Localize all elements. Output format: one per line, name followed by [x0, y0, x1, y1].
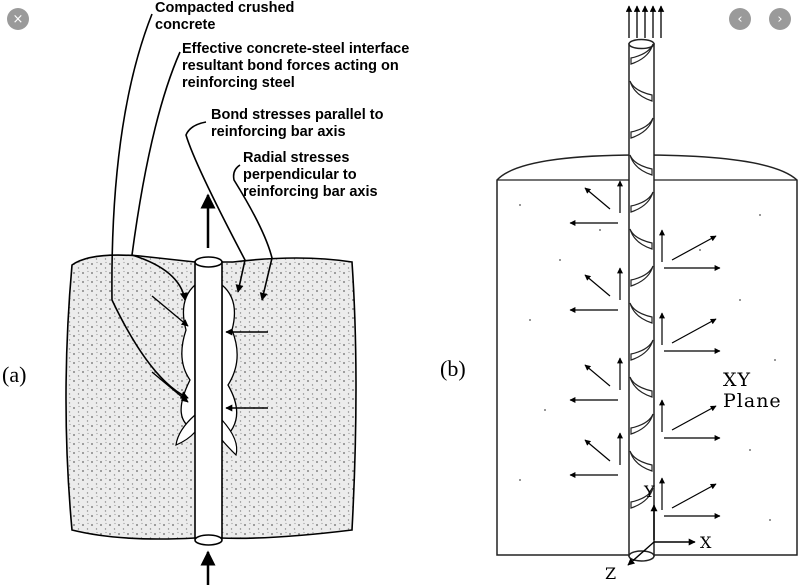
rebar-rib: [630, 43, 654, 65]
callout-interface-bond-forces: Effective concrete-steel interface resul…: [182, 41, 410, 91]
rebar-rib: [629, 154, 653, 176]
axis-z-line: [627, 541, 655, 566]
rebar-rib: [629, 376, 653, 398]
xy-plane-label: XY Plane: [723, 369, 782, 412]
panel-b-figure: [496, 5, 798, 566]
panel-a-label: (a): [2, 362, 27, 387]
rebar-rib: [629, 80, 653, 102]
previous-image-button[interactable]: ‹: [729, 8, 751, 30]
callout-radial-stresses: Radial stresses perpendicular to reinfor…: [243, 150, 378, 200]
rebar-rib: [630, 191, 654, 213]
stress-arrow: [584, 364, 611, 387]
reinforcing-bar-b: [628, 43, 655, 557]
rebar-rib: [629, 302, 653, 324]
next-image-button[interactable]: ›: [769, 8, 791, 30]
stress-arrow: [671, 318, 717, 344]
stress-arrow: [671, 405, 717, 431]
axis-x-label: X: [700, 533, 712, 552]
stress-arrow: [584, 274, 611, 297]
panel-b-label: (b): [440, 356, 466, 381]
rebar-rib: [630, 487, 654, 509]
rebar-rib: [630, 265, 654, 287]
stress-arrow: [584, 187, 611, 210]
stress-arrow: [671, 235, 717, 261]
axis-z-label: Z: [605, 564, 617, 583]
panel-a-figure: [65, 13, 357, 585]
close-icon[interactable]: ×: [7, 8, 29, 30]
rebar-rib: [629, 228, 653, 250]
rebar-rib: [630, 117, 654, 139]
stress-arrow: [584, 439, 611, 462]
axis-y-label: Y: [644, 482, 655, 501]
stress-arrow: [671, 483, 717, 509]
callout-bond-stresses: Bond stresses parallel to reinforcing ba…: [211, 107, 384, 140]
rebar-rib: [630, 413, 654, 435]
callout-compacted-concrete: Compacted crushed concrete: [155, 0, 295, 33]
reinforcing-bar-a: [194, 261, 223, 539]
rebar-rib: [630, 339, 654, 361]
rebar-rib: [629, 450, 653, 472]
